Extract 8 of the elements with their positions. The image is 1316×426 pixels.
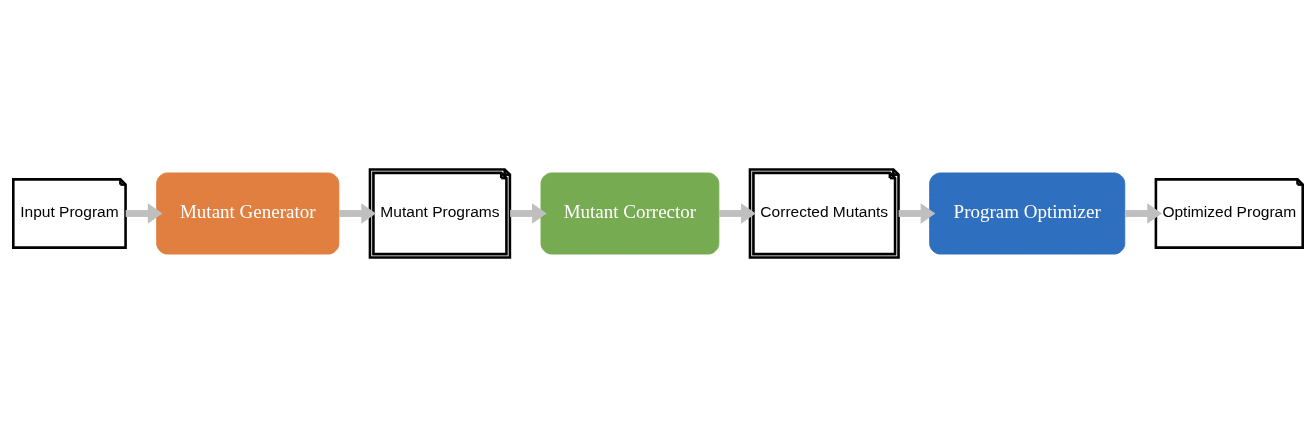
- arrow: [339, 202, 376, 224]
- arrow: [1125, 202, 1162, 224]
- node-box: Mutant Corrector: [540, 172, 720, 254]
- arrow: [718, 202, 756, 224]
- node-box: Mutant Generator: [156, 172, 340, 254]
- arrow: [125, 202, 163, 224]
- node-box: Program Optimizer: [929, 172, 1126, 254]
- arrow: [898, 202, 936, 224]
